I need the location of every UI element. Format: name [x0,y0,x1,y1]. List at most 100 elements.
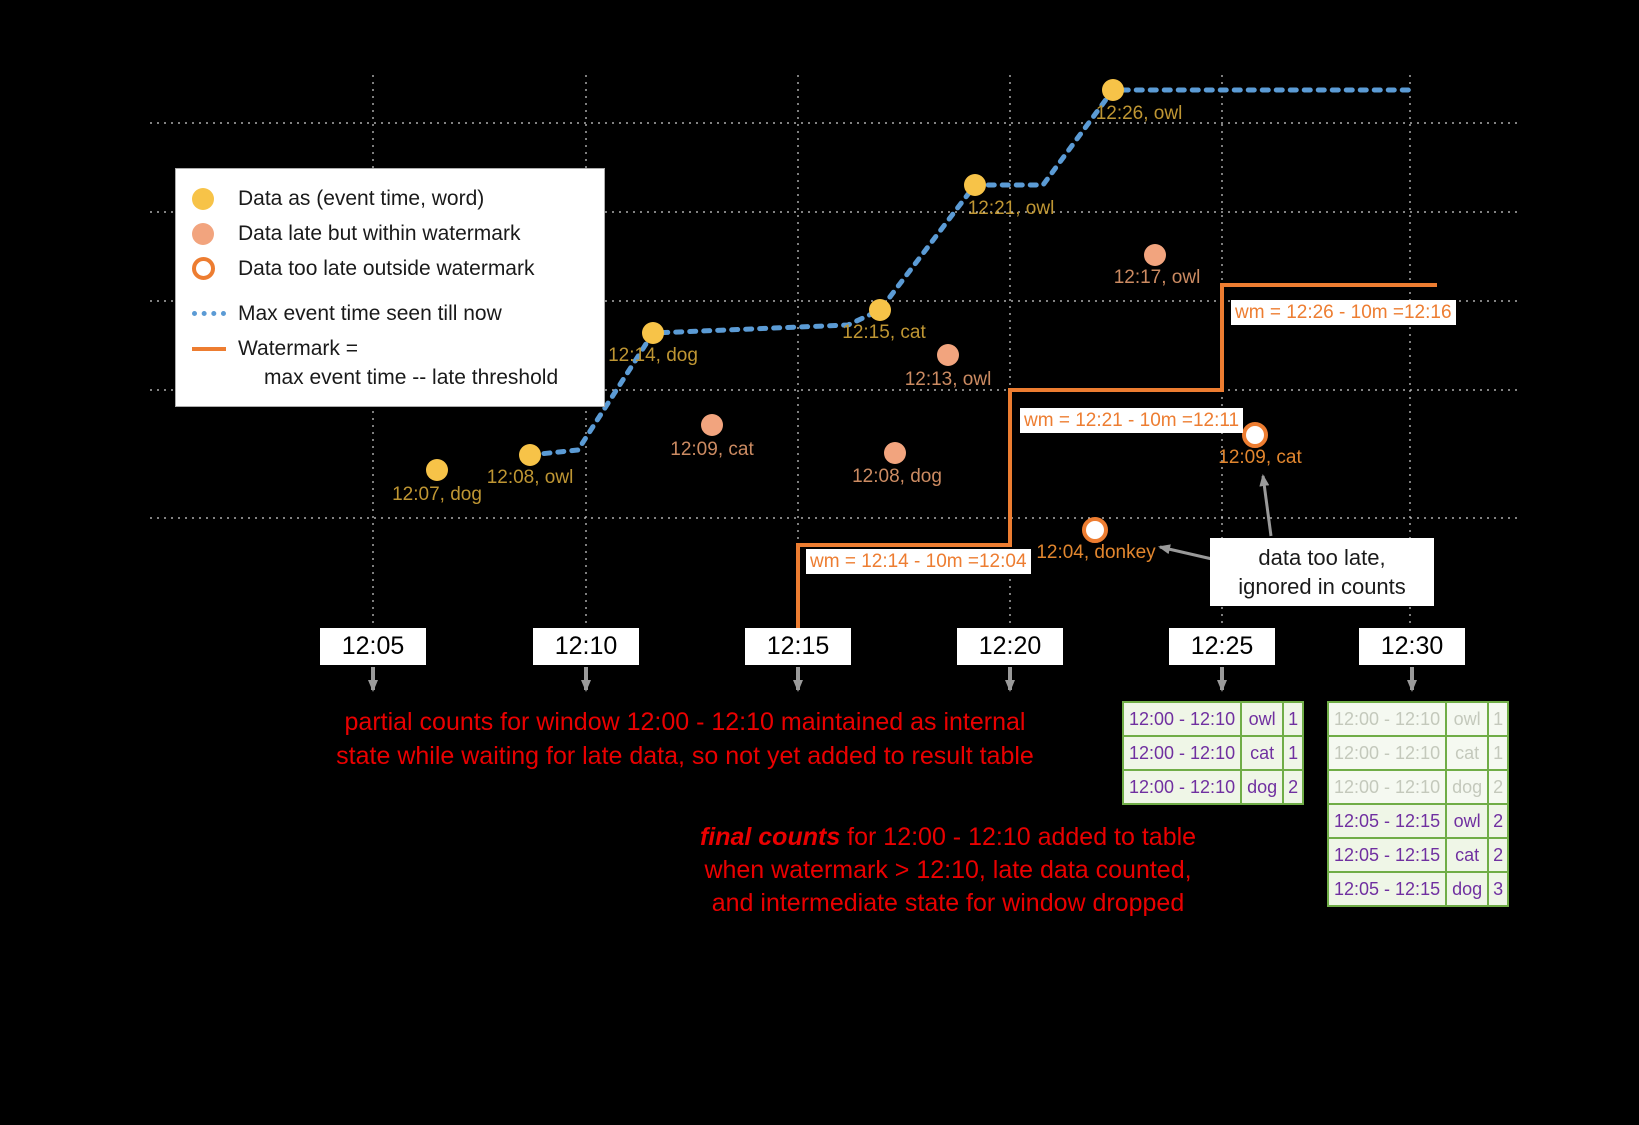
legend-label-on-time: Data as (event time, word) [238,186,485,210]
max-event-time-line [527,87,1418,458]
final-counts-line1-rest: for 12:00 - 12:10 added to table [840,823,1197,851]
data-point-label: 12:07, dog [392,484,482,505]
partial-counts-note: partial counts for window 12:00 - 12:10 … [320,705,1050,773]
max-event-line-icon [192,311,238,316]
data-point-label: 12:26, owl [1095,103,1183,124]
data-point-label: 12:09, cat [1218,447,1302,468]
data-point-too-late [1082,517,1108,543]
legend-label-too-late: Data too late outside watermark [238,256,535,280]
data-points [426,79,1268,543]
result-cell-word: cat [1240,735,1285,771]
result-cell-word: dog [1240,769,1285,805]
legend-label-late: Data late but within watermark [238,221,521,245]
legend-item-watermark-line: Watermark = [192,331,588,366]
watermark-value-label: wm = 12:21 - 10m =12:11 [1020,408,1244,433]
result-cell-window: 12:00 - 12:10 [1326,701,1448,737]
legend: Data as (event time, word) Data late but… [175,168,605,407]
data-point-label: 12:08, owl [486,467,574,488]
data-point-late [884,442,906,464]
axis-tick-12:30: 12:30 [1359,628,1465,665]
on-time-point-icon [192,187,238,210]
legend-label-max-event: Max event time seen till now [238,301,502,325]
too-late-note-line1: data too late, [1258,545,1386,570]
result-cell-window: 12:05 - 12:15 [1326,837,1448,873]
too-late-note: data too late, ignored in counts [1210,538,1434,606]
late-point-icon [192,222,238,245]
watermark-line-icon [192,346,238,351]
axis-tick-12:15: 12:15 [745,628,851,665]
data-point-late [701,414,723,436]
result-cell-word: owl [1445,803,1490,839]
watermark-value-label: wm = 12:26 - 10m =12:16 [1231,300,1456,325]
data-point-label: 12:21, owl [967,198,1055,219]
final-counts-note: final counts for 12:00 - 12:10 added to … [668,821,1228,920]
final-counts-note-line1: final counts for 12:00 - 12:10 added to … [668,821,1228,854]
result-cell-word: owl [1445,701,1490,737]
result-cell-word: dog [1445,769,1490,805]
final-counts-note-line2: when watermark > 12:10, late data counte… [704,856,1192,884]
data-point-on-time [519,444,541,466]
legend-item-on-time: Data as (event time, word) [192,181,588,216]
result-cell-window: 12:00 - 12:10 [1326,769,1448,805]
data-point-late [1144,244,1166,266]
result-cell-count: 2 [1282,769,1305,805]
watermark-value-label: wm = 12:14 - 10m =12:04 [806,549,1031,574]
result-cell-count: 1 [1487,735,1510,771]
result-cell-count: 1 [1487,701,1510,737]
data-point-label: 12:08, dog [852,466,942,487]
result-cell-count: 2 [1487,803,1510,839]
data-point-on-time [426,459,448,481]
axis-tick-12:10: 12:10 [533,628,639,665]
data-point-too-late [1242,422,1268,448]
data-point-label: 12:15, cat [842,322,926,343]
too-late-note-line2: ignored in counts [1238,574,1406,599]
partial-counts-note-line2: state while waiting for late data, so no… [336,742,1034,770]
result-cell-count: 1 [1282,701,1305,737]
data-point-label: 12:17, owl [1113,267,1201,288]
result-cell-word: cat [1445,735,1490,771]
arrows [368,474,1417,692]
data-point-label: 12:09, cat [670,439,754,460]
data-point-on-time [869,299,891,321]
result-cell-window: 12:05 - 12:15 [1326,871,1448,907]
legend-label-watermark-formula: max event time -- late threshold [264,366,559,389]
result-cell-count: 2 [1487,837,1510,873]
result-cell-window: 12:05 - 12:15 [1326,803,1448,839]
axis-tick-12:25: 12:25 [1169,628,1275,665]
data-point-late [937,344,959,366]
data-point-on-time [642,322,664,344]
legend-item-late: Data late but within watermark [192,216,588,251]
result-cell-window: 12:00 - 12:10 [1121,769,1243,805]
result-cell-count: 3 [1487,871,1510,907]
axis-tick-12:20: 12:20 [957,628,1063,665]
result-cell-count: 2 [1487,769,1510,805]
data-point-on-time [1102,79,1124,101]
data-point-on-time [964,174,986,196]
data-point-label: 12:14, dog [608,345,698,366]
final-counts-emphasis: final counts [699,823,841,851]
partial-counts-note-line1: partial counts for window 12:00 - 12:10 … [344,708,1026,736]
legend-item-too-late: Data too late outside watermark [192,251,588,286]
watermark-line [796,283,1437,628]
too-late-pointer-arrow [1158,544,1213,561]
legend-item-max-event-line: Max event time seen till now [192,296,588,331]
data-point-label: 12:13, owl [904,369,992,390]
too-late-point-icon [192,257,238,280]
grid-lines [150,75,1520,628]
axis-tick-12:05: 12:05 [320,628,426,665]
data-point-label: 12:04, donkey [1036,542,1156,563]
result-cell-word: cat [1445,837,1490,873]
result-cell-word: owl [1240,701,1285,737]
result-cell-window: 12:00 - 12:10 [1326,735,1448,771]
